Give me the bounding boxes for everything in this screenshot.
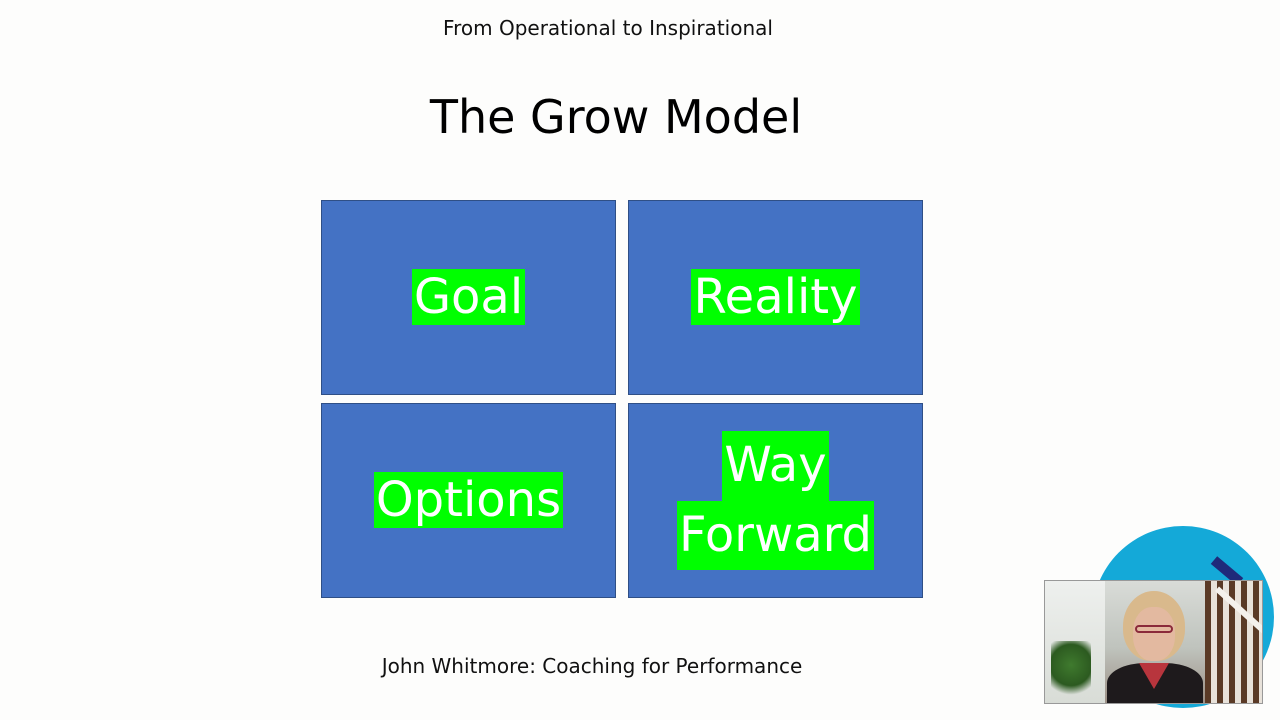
presenter-face xyxy=(1133,607,1175,661)
slide-footer-citation: John Whitmore: Coaching for Performance xyxy=(381,654,803,678)
tile-label-way-forward: Way Forward xyxy=(676,430,875,571)
tile-text-options: Options xyxy=(373,472,564,529)
grow-tile-goal: Goal xyxy=(321,200,616,395)
slide-subtitle: From Operational to Inspirational xyxy=(443,16,773,40)
tile-text-reality: Reality xyxy=(691,269,860,326)
grow-tile-reality: Reality xyxy=(628,200,923,395)
tile-text-way: Way xyxy=(722,430,829,501)
plant-icon xyxy=(1051,641,1091,701)
tile-label-options: Options xyxy=(373,465,564,535)
tile-text-goal: Goal xyxy=(411,269,526,326)
tile-text-forward: Forward xyxy=(676,500,875,571)
grow-tile-way-forward: Way Forward xyxy=(628,403,923,598)
tile-label-reality: Reality xyxy=(691,262,860,332)
presenter-webcam-feed[interactable] xyxy=(1044,580,1263,704)
tile-label-goal: Goal xyxy=(411,262,526,332)
grow-tile-options: Options xyxy=(321,403,616,598)
slide-title: The Grow Model xyxy=(429,90,803,144)
glasses-icon xyxy=(1135,625,1173,633)
